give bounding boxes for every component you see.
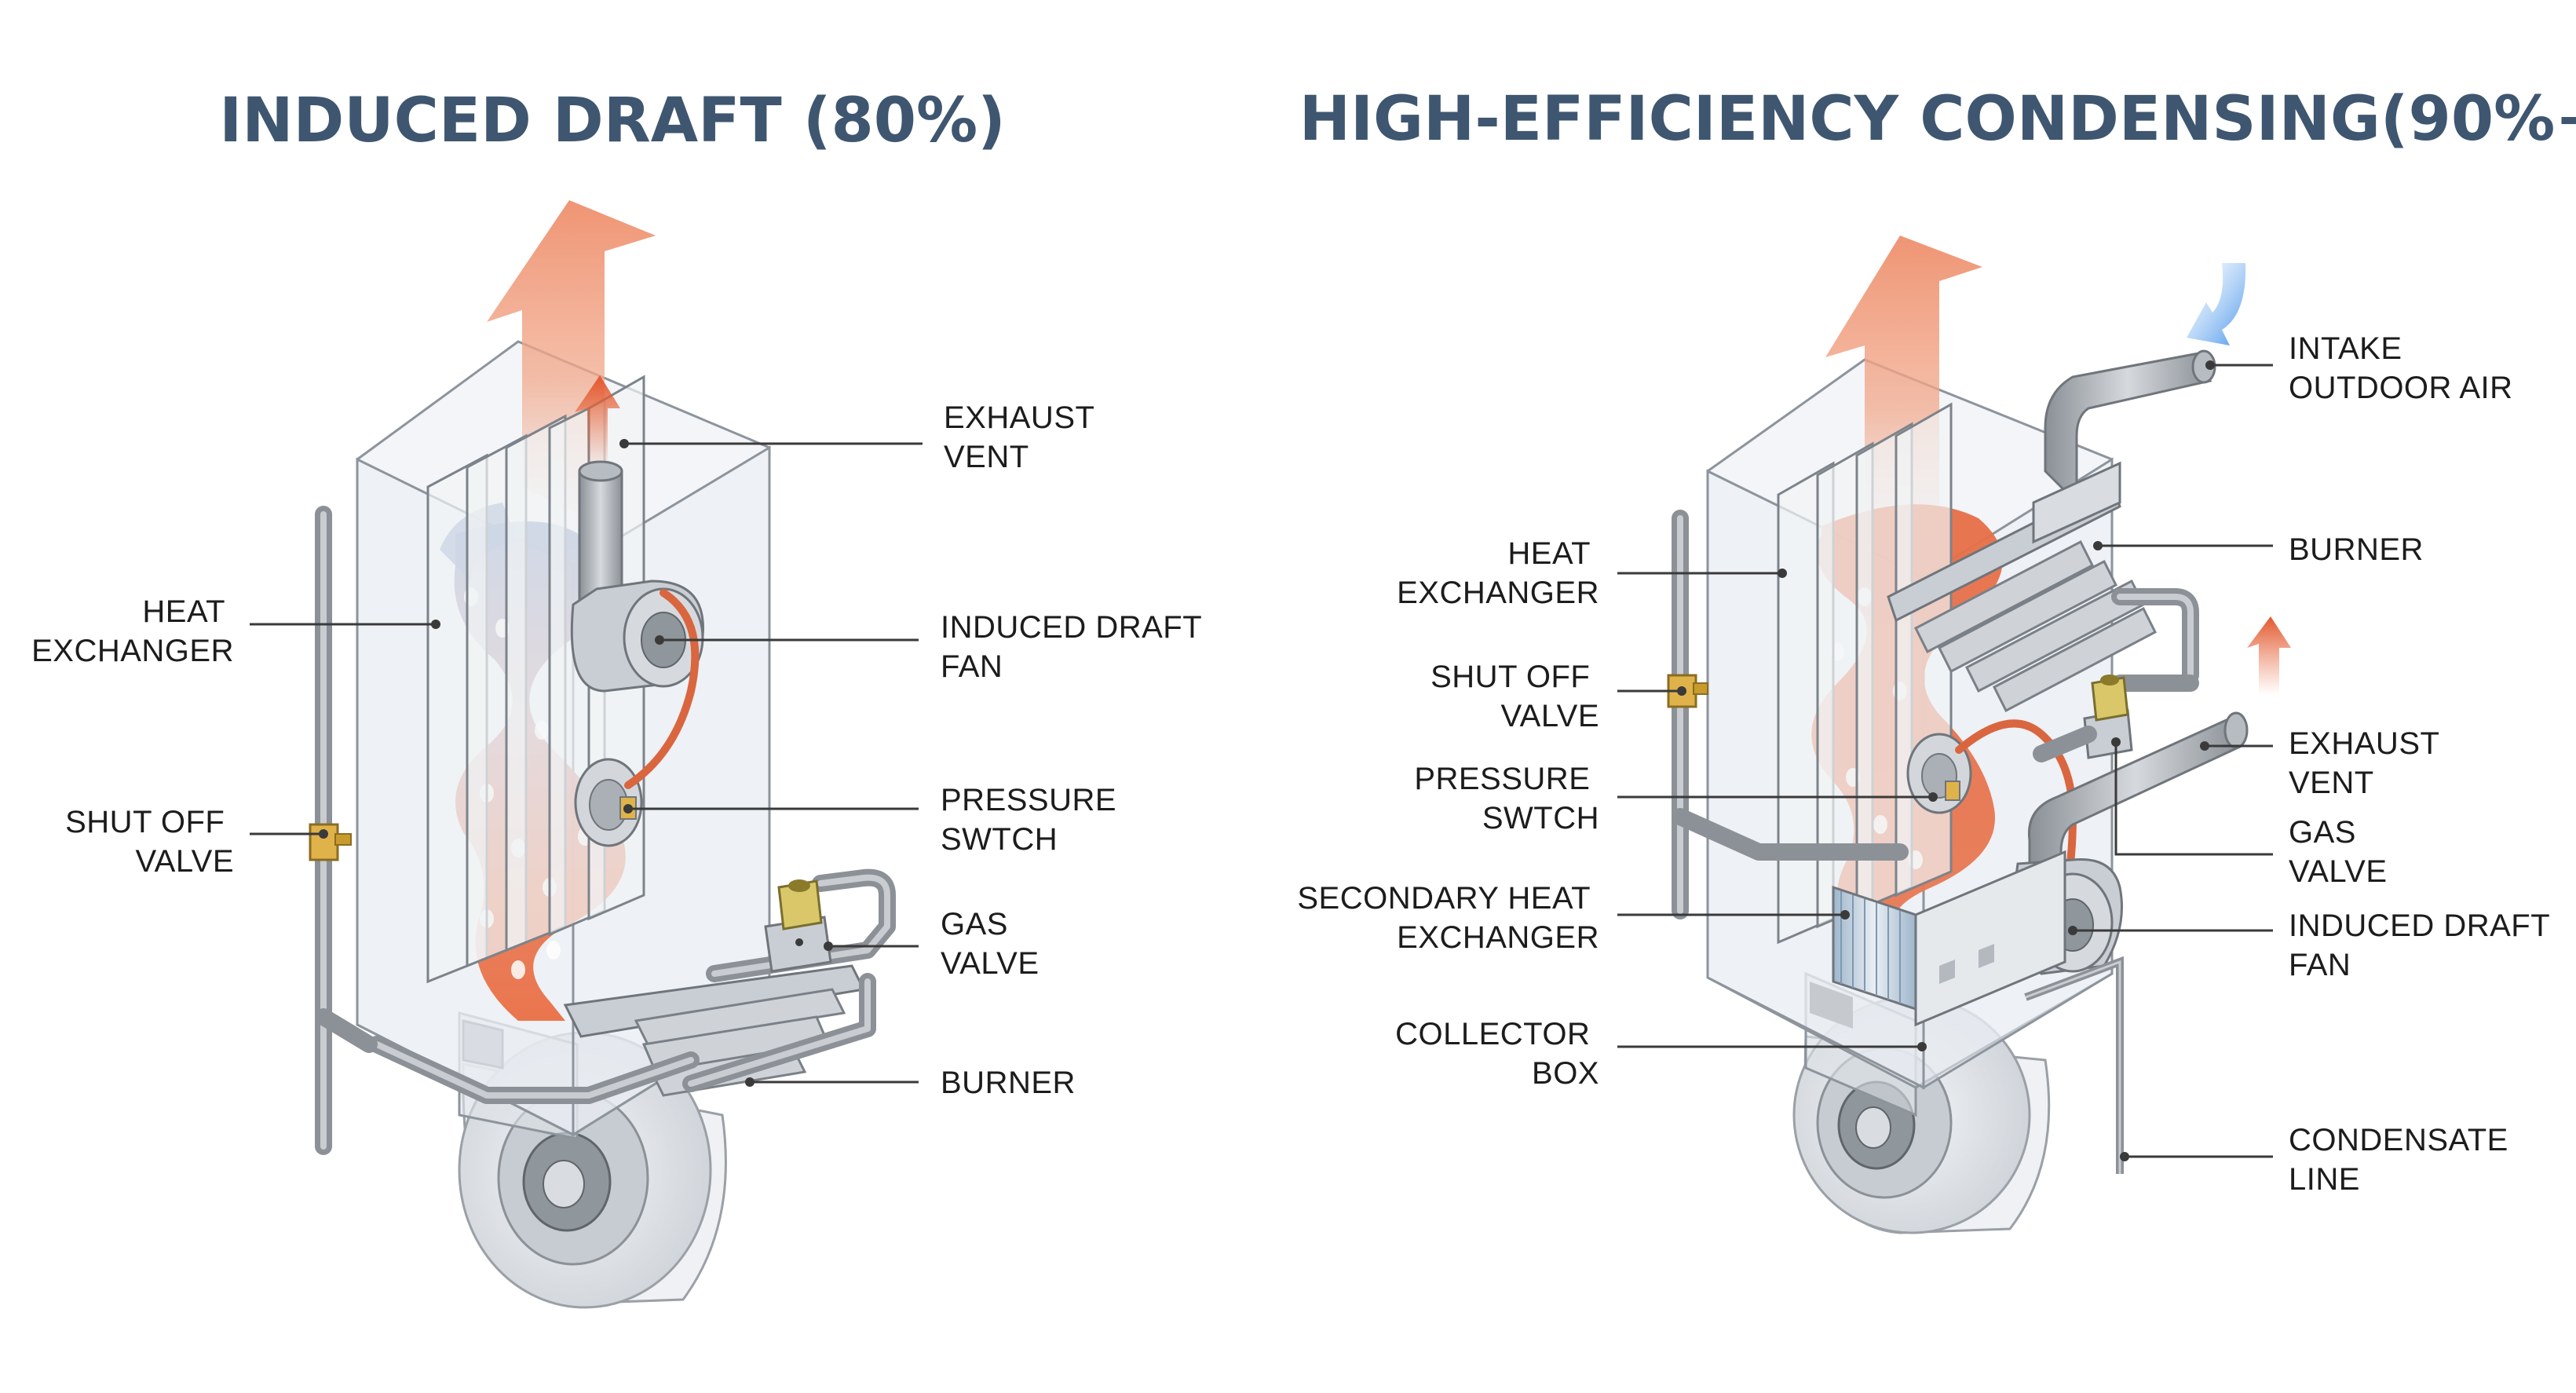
left-furnace [309,200,896,1309]
label-burner-right: BURNER [2289,532,2424,567]
label-heat-exchanger-left: HEAT EXCHANGER [31,594,234,668]
label-intake-outdoor-air: INTAKE OUTDOOR AIR [2289,331,2513,405]
label-exhaust-vent-left: EXHAUST VENT [944,400,1103,474]
left-label-group: EXHAUST VENT HEAT EXCHANGER INDUCED DRAF… [31,400,1211,1100]
right-gas-valve [2033,675,2133,762]
label-exhaust-vent-right: EXHAUST VENT [2289,726,2448,800]
intake-air-arrow [2187,263,2246,346]
right-intake-pipe [2032,349,2216,544]
right-collector-box [1914,850,2066,1027]
right-label-group: INTAKE OUTDOOR AIR BURNER HEAT EXCHANGER… [1297,331,2559,1197]
label-heat-exchanger-right: HEAT EXCHANGER [1397,536,1599,610]
right-title: HIGH-EFFICIENCY CONDENSING(90%+) [1299,84,2576,155]
right-furnace [1667,236,2291,1234]
right-leaders [1617,360,2273,1161]
left-title: INDUCED DRAFT (80%) [219,86,1006,156]
label-shut-off-valve-right: SHUT OFF VALVE [1431,660,1599,733]
label-shut-off-valve-left: SHUT OFF VALVE [65,805,234,879]
label-condensate-line: CONDENSATE LINE [2289,1123,2517,1197]
label-collector-box: COLLECTOR BOX [1395,1017,1599,1091]
left-pressure-switch [574,758,643,847]
label-induced-draft-fan-left: INDUCED DRAFT FAN [941,610,1211,684]
right-burner-assembly [1887,481,2199,713]
left-leaders [250,439,923,1087]
right-secondary-heat-exchanger [1832,885,1917,1011]
right-condensate-line [2024,956,2124,1174]
label-induced-draft-fan-right: INDUCED DRAFT FAN [2289,909,2559,982]
label-gas-valve-right: GAS VALVE [2289,815,2388,889]
right-gas-supply-pipe [1667,510,1909,920]
label-secondary-heat-exchanger: SECONDARY HEAT EXCHANGER [1297,881,1599,955]
right-heat-exchanger-fins [1777,402,1953,945]
right-small-exhaust-arrow [2247,616,2291,695]
left-small-exhaust-arrow [575,375,620,471]
label-pressure-switch-left: PRESSURE SWTCH [941,783,1126,857]
label-burner-left: BURNER [941,1066,1076,1100]
label-pressure-switch-right: PRESSURE SWTCH [1414,762,1599,835]
label-gas-valve-left: GAS VALVE [941,907,1040,981]
right-pressure-switch [1906,733,1972,814]
